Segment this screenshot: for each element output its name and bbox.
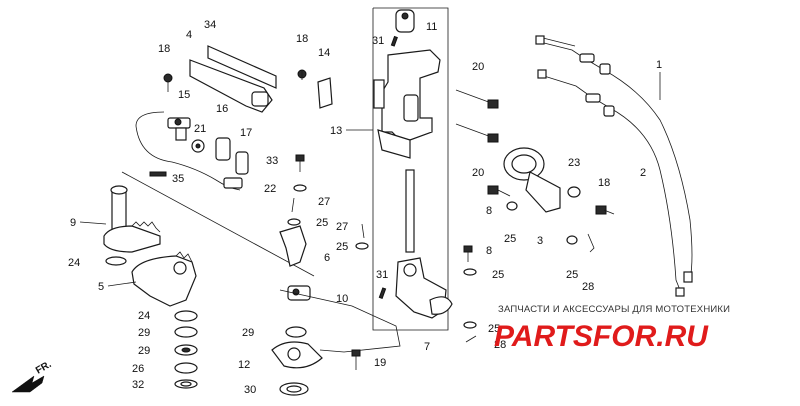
callout-34: 34: [204, 19, 216, 31]
callout-26: 26: [132, 363, 144, 375]
callout-18-right: 18: [598, 177, 610, 189]
shift-arm-assembly: [372, 7, 453, 331]
front-marker-label: FR.: [34, 359, 54, 377]
callout-20-lower: 20: [472, 167, 484, 179]
callout-25-e: 25: [566, 269, 578, 281]
neutral-switch-assembly: [135, 73, 249, 191]
shift-cables: [535, 35, 693, 297]
callout-16: 16: [216, 103, 228, 115]
callout-30: 30: [244, 384, 256, 396]
callout-9: 9: [70, 217, 76, 229]
callout-25-a: 25: [316, 217, 328, 229]
callout-32: 32: [132, 379, 144, 391]
stay-plates: [189, 45, 333, 113]
callout-21: 21: [194, 123, 206, 135]
pulley-assembly: [455, 89, 615, 343]
callout-31-lower: 31: [376, 269, 388, 281]
callout-3: 3: [537, 235, 543, 247]
callout-25-d: 25: [492, 269, 504, 281]
callout-15: 15: [178, 89, 190, 101]
callout-29-upper: 29: [138, 327, 150, 339]
callout-29-lower: 29: [138, 345, 150, 357]
callout-25-f: 25: [488, 323, 500, 335]
watermark-caption: ЗАПЧАСТИ И АКСЕССУАРЫ ДЛЯ МОТОТЕХНИКИ: [498, 304, 730, 315]
callout-17: 17: [240, 127, 252, 139]
callout-2: 2: [640, 167, 646, 179]
callout-27-upper: 27: [318, 196, 330, 208]
callout-13: 13: [330, 125, 342, 137]
callout-18-left: 18: [158, 43, 170, 55]
watermark-logo: PARTSFOR.RU: [494, 320, 709, 353]
callout-8-upper: 8: [486, 205, 492, 217]
callout-14: 14: [318, 47, 330, 59]
lever-linkage: [271, 154, 401, 396]
callout-22: 22: [264, 183, 276, 195]
gear-shaft-assembly: [103, 171, 315, 389]
callout-19: 19: [374, 357, 386, 369]
callout-5: 5: [98, 281, 104, 293]
callout-28-lower: 28: [494, 339, 506, 351]
callout-7: 7: [424, 341, 430, 353]
callout-25-b: 25: [336, 241, 348, 253]
callout-10: 10: [336, 293, 348, 305]
callout-29-center: 29: [242, 327, 254, 339]
callout-4: 4: [186, 29, 192, 41]
callout-31-upper: 31: [372, 35, 384, 47]
callout-20-upper: 20: [472, 61, 484, 73]
callout-24-upper: 24: [68, 257, 80, 269]
callout-18-middle: 18: [296, 33, 308, 45]
front-direction-marker: FR.: [11, 359, 54, 393]
callout-11: 11: [426, 21, 437, 33]
callout-6: 6: [324, 252, 330, 264]
callout-33: 33: [266, 155, 278, 167]
callout-23: 23: [568, 157, 580, 169]
callout-27-lower: 27: [336, 221, 348, 233]
callout-labels: 1 2 3 4 5 6 7 8 8 9 10 11 12 13 14 15 16…: [68, 19, 662, 396]
callout-24-lower: 24: [138, 310, 150, 322]
callout-28-right: 28: [582, 281, 594, 293]
callout-8-lower: 8: [486, 245, 492, 257]
callout-12: 12: [238, 359, 250, 371]
callout-1: 1: [656, 59, 662, 71]
arrow-icon: [11, 375, 45, 393]
callout-35: 35: [172, 173, 184, 185]
callout-25-c: 25: [504, 233, 516, 245]
watermark: ЗАПЧАСТИ И АКСЕССУАРЫ ДЛЯ МОТОТЕХНИКИ PA…: [494, 304, 730, 353]
